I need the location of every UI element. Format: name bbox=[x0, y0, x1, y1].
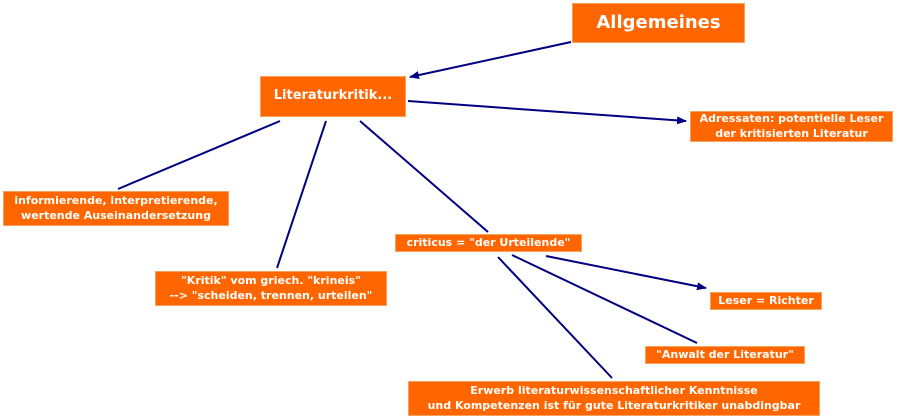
node-text: Literaturkritik... bbox=[273, 88, 393, 104]
node-text: der kritisierten Literatur bbox=[715, 126, 868, 140]
node-informierende[interactable]: informierende, interpretierende, wertend… bbox=[3, 191, 229, 226]
node-text: Erwerb literaturwissenschaftlicher Kennt… bbox=[470, 384, 758, 398]
node-literaturkritik[interactable]: Literaturkritik... bbox=[260, 76, 406, 117]
node-text: Adressaten: potentielle Leser bbox=[699, 112, 884, 126]
node-text: "Kritik" vom griech. "krineis" bbox=[181, 274, 361, 288]
connector-criticus-anwalt bbox=[511, 254, 698, 344]
node-text: "Anwalt der Literatur" bbox=[656, 347, 794, 361]
connector-literaturkritik-adressaten bbox=[407, 100, 687, 125]
node-adressaten[interactable]: Adressaten: potentielle Leser der kritis… bbox=[690, 111, 893, 142]
node-text: Allgemeines bbox=[596, 12, 721, 34]
connector-criticus-leser bbox=[545, 255, 707, 291]
node-text: und Kompetenzen ist für gute Literaturkr… bbox=[427, 398, 801, 412]
node-allgemeines[interactable]: Allgemeines bbox=[572, 3, 745, 43]
connector-criticus-erwerb bbox=[497, 256, 613, 379]
connector-literaturkritik-informierende bbox=[117, 120, 281, 190]
node-erwerb[interactable]: Erwerb literaturwissenschaftlicher Kennt… bbox=[408, 381, 820, 416]
connector-allgemeines-literaturkritik bbox=[409, 41, 572, 79]
node-kritik[interactable]: "Kritik" vom griech. "krineis" --> "sche… bbox=[155, 271, 387, 306]
node-text: informierende, interpretierende, bbox=[14, 194, 218, 208]
node-text: criticus = "der Urteilende" bbox=[406, 235, 571, 249]
node-text: Leser = Richter bbox=[718, 293, 814, 307]
node-text: --> "scheiden, trennen, urteilen" bbox=[169, 288, 373, 302]
node-criticus[interactable]: criticus = "der Urteilende" bbox=[395, 234, 582, 252]
connector-literaturkritik-kritik bbox=[276, 120, 327, 269]
node-text: wertende Auseinandersetzung bbox=[21, 208, 211, 222]
connector-literaturkritik-criticus bbox=[359, 120, 489, 233]
node-leser[interactable]: Leser = Richter bbox=[710, 292, 822, 310]
node-anwalt[interactable]: "Anwalt der Literatur" bbox=[645, 346, 805, 364]
